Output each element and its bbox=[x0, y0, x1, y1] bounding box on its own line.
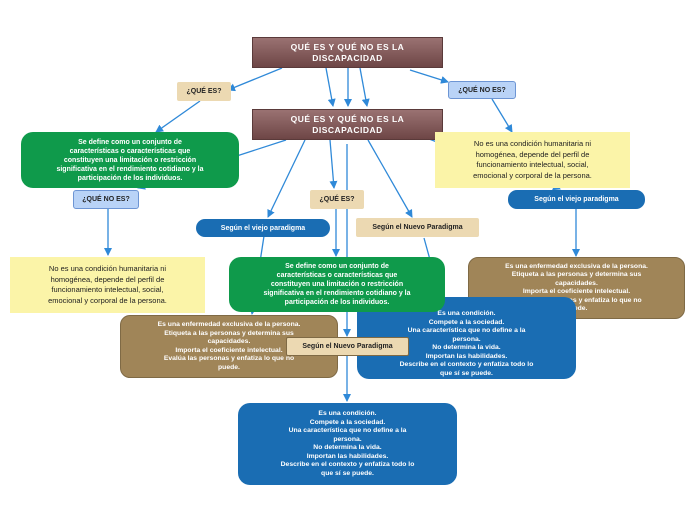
connector-top-to-mid-3 bbox=[359, 67, 370, 107]
tag-nuevo-paradigma-lower[interactable]: Según el Nuevo Paradigma bbox=[286, 337, 409, 356]
tag-que-no-es-right[interactable]: ¿QUÉ NO ES? bbox=[448, 81, 516, 99]
definition-green-left[interactable]: Se define como un conjunto de caracterís… bbox=[21, 132, 239, 188]
connector-que-es-to-green bbox=[155, 100, 201, 133]
connector-top-to-que-es bbox=[227, 67, 283, 92]
tag-que-no-es-left[interactable]: ¿QUÉ NO ES? bbox=[73, 190, 139, 209]
tag-nuevo-paradigma-center[interactable]: Según el Nuevo Paradigma bbox=[356, 218, 479, 237]
tag-que-es-left[interactable]: ¿QUÉ ES? bbox=[177, 82, 231, 101]
connector-top-to-que-no-es bbox=[409, 69, 449, 84]
connector-que-no-es-to-yellow bbox=[491, 98, 513, 133]
pill-viejo-paradigma-left[interactable]: Según el viejo paradigma bbox=[196, 219, 330, 237]
main-title-mid[interactable]: QUÉ ES Y QUÉ NO ES LA DISCAPACIDAD bbox=[252, 109, 443, 140]
definition-green-center[interactable]: Se define como un conjunto de caracterís… bbox=[229, 257, 445, 312]
connector-top-to-mid-1 bbox=[325, 67, 336, 107]
connector-mid-to-que-es-center bbox=[329, 139, 338, 189]
tag-que-es-center[interactable]: ¿QUÉ ES? bbox=[310, 190, 364, 209]
connector-mid-to-nuevo-center bbox=[367, 139, 413, 218]
not-is-yellow-left[interactable]: No es una condición humanitaria ni homog… bbox=[10, 257, 205, 313]
new-paradigm-blue-bottom[interactable]: Es una condición. Compete a la sociedad.… bbox=[238, 403, 457, 485]
not-is-yellow-right[interactable]: No es una condición humanitaria ni homog… bbox=[435, 132, 630, 188]
main-title-top[interactable]: QUÉ ES Y QUÉ NO ES LA DISCAPACIDAD bbox=[252, 37, 443, 68]
connector-mid-to-viejo-left bbox=[267, 139, 306, 218]
pill-viejo-paradigma-right[interactable]: Según el viejo paradigma bbox=[508, 190, 645, 209]
